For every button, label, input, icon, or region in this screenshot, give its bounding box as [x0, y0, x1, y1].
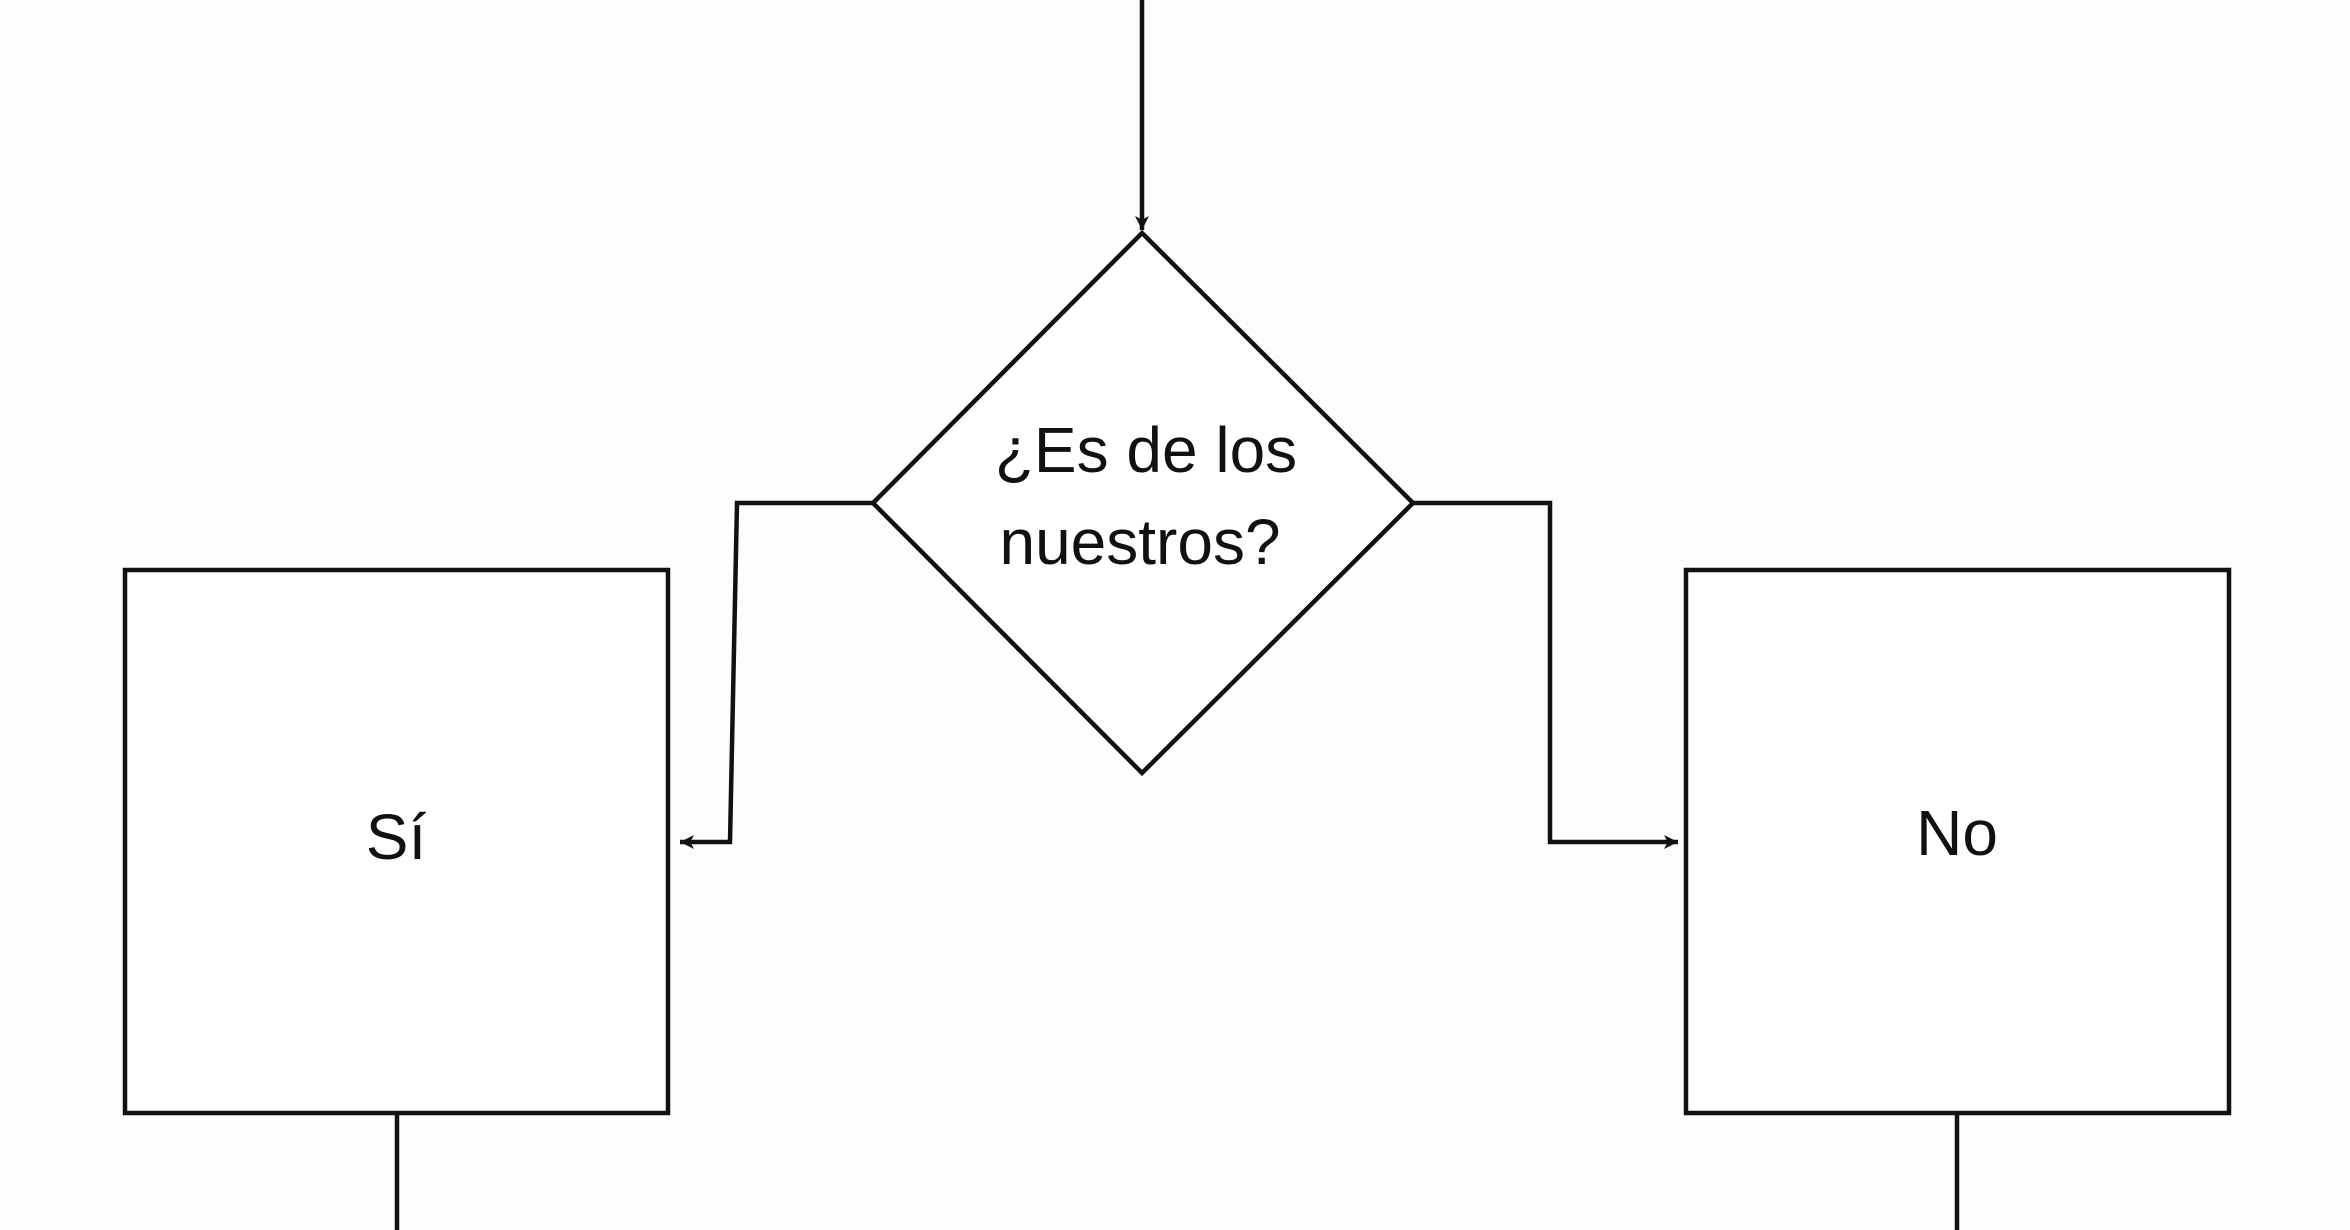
- yes-node[interactable]: Sí: [122, 567, 671, 1116]
- decision-node[interactable]: ¿Es de los nuestros?: [869, 229, 1417, 777]
- no-label: No: [1916, 797, 1998, 869]
- yes-branch-arrow: [680, 500, 873, 849]
- yes-label: Sí: [366, 801, 427, 873]
- yes-label-halo: [291, 736, 503, 948]
- no-label-halo: [1851, 732, 2063, 944]
- no-node[interactable]: No: [1683, 567, 2232, 1116]
- decision-label-halo: [1010, 395, 1280, 605]
- decision-label-line-2: nuestros?: [999, 506, 1280, 578]
- decision-label-line-1: ¿Es de los: [995, 414, 1297, 486]
- no-branch-arrow: [1413, 500, 1678, 849]
